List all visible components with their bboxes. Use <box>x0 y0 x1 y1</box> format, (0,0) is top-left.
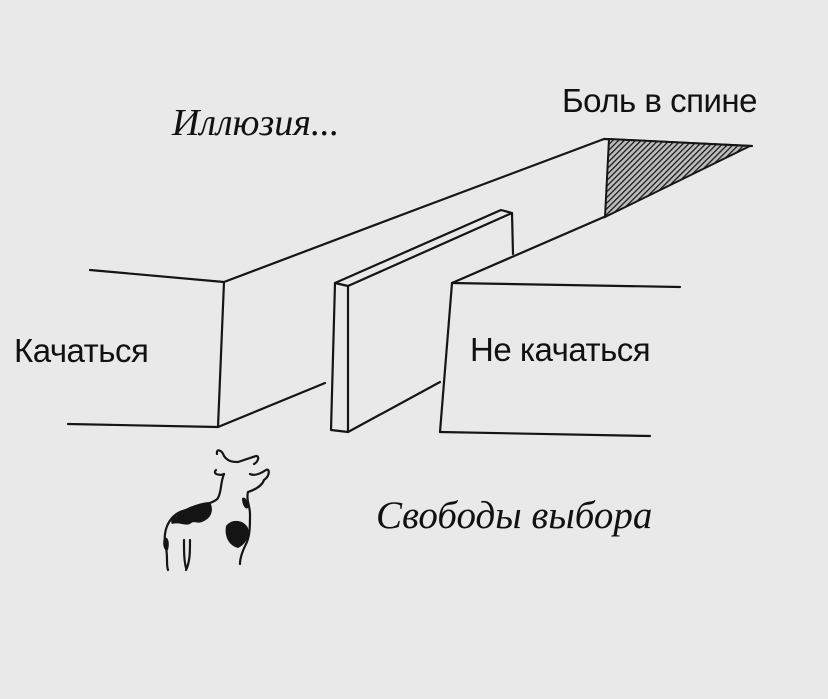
back-pain-label: Боль в спине <box>562 82 757 119</box>
no-pump-label: Не качаться <box>470 331 651 368</box>
pump-label: Качаться <box>14 332 149 369</box>
cow-icon <box>163 449 270 572</box>
right-wall <box>346 215 682 438</box>
illusion-caption: Иллюзия... <box>172 102 340 144</box>
left-wall <box>66 268 327 429</box>
freedom-of-choice-caption: Свободы выбора <box>376 494 653 537</box>
partition-board <box>329 208 515 434</box>
dead-end-shadow <box>603 137 751 219</box>
